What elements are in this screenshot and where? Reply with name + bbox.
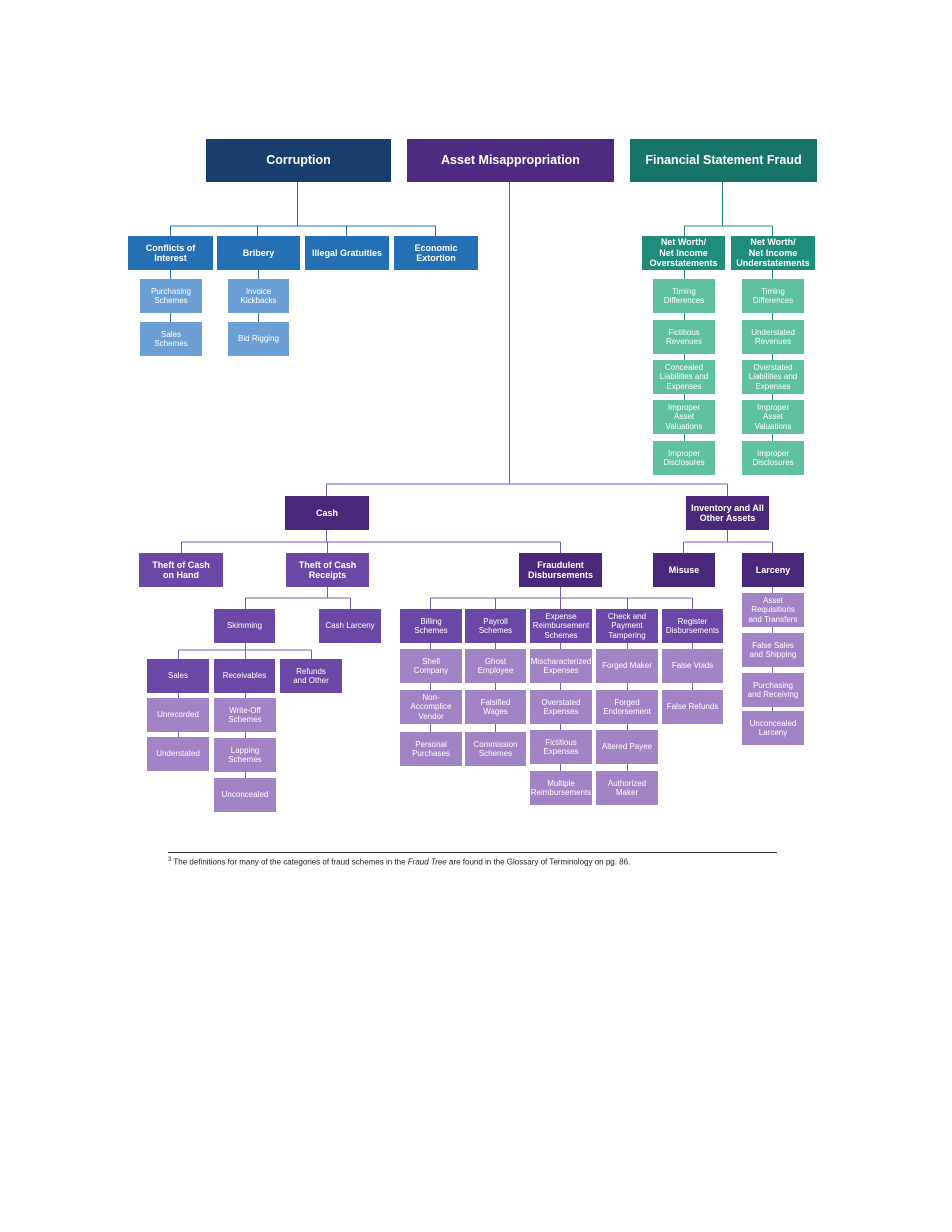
economic-extortion-box: Economic Extortion bbox=[394, 236, 478, 270]
sales-schemes-box: Sales Schemes bbox=[140, 322, 202, 356]
larceny-box: Larceny bbox=[742, 553, 804, 587]
financial-statement-fraud-box: Financial Statement Fraud bbox=[630, 139, 817, 182]
concealed-liabilities-box: Concealed Liabilities and Expenses bbox=[653, 360, 715, 394]
refunds-and-other-box: Refunds and Other bbox=[280, 659, 342, 693]
personal-purchases-box: Personal Purchases bbox=[400, 732, 462, 766]
fictitious-expenses-box: Fictitious Expenses bbox=[530, 730, 592, 764]
unconcealed-box: Unconcealed bbox=[214, 778, 276, 812]
forged-endorsement-box: Forged Endorsement bbox=[596, 690, 658, 724]
footnote: 3 The definitions for many of the catego… bbox=[168, 852, 777, 867]
cash-larceny-box: Cash Larceny bbox=[319, 609, 381, 643]
billing-schemes-box: Billing Schemes bbox=[400, 609, 462, 643]
authorized-maker-box: Authorized Maker bbox=[596, 771, 658, 805]
improper-asset-valuations-under-box: Improper Asset Valuations bbox=[742, 400, 804, 434]
theft-of-cash-receipts-box: Theft of Cash Receipts bbox=[286, 553, 369, 587]
footnote-text-after: are found in the Glossary of Terminology… bbox=[446, 857, 631, 867]
theft-of-cash-on-hand-box: Theft of Cash on Hand bbox=[139, 553, 223, 587]
misuse-box: Misuse bbox=[653, 553, 715, 587]
lapping-schemes-box: Lapping Schemes bbox=[214, 738, 276, 772]
asset-misappropriation-box: Asset Misappropriation bbox=[407, 139, 614, 182]
forged-maker-box: Forged Maker bbox=[596, 649, 658, 683]
write-off-schemes-box: Write-Off Schemes bbox=[214, 698, 276, 732]
false-refunds-box: False Refunds bbox=[662, 690, 723, 724]
false-sales-shipping-box: False Sales and Shipping bbox=[742, 633, 804, 667]
sales-box: Sales bbox=[147, 659, 209, 693]
cash-box: Cash bbox=[285, 496, 369, 530]
shell-company-box: Shell Company bbox=[400, 649, 462, 683]
understated-box: Understated bbox=[147, 737, 209, 771]
check-payment-tampering-box: Check and Payment Tampering bbox=[596, 609, 658, 643]
timing-differences-over-box: Timing Differences bbox=[653, 279, 715, 313]
ghost-employee-box: Ghost Employee bbox=[465, 649, 526, 683]
non-accomplice-vendor-box: Non- Accomplice Vendor bbox=[400, 690, 462, 724]
purchasing-receiving-box: Purchasing and Receiving bbox=[742, 673, 804, 707]
improper-asset-valuations-over-box: Improper Asset Valuations bbox=[653, 400, 715, 434]
corruption-box: Corruption bbox=[206, 139, 391, 182]
timing-differences-under-box: Timing Differences bbox=[742, 279, 804, 313]
net-worth-understatements-box: Net Worth/ Net Income Understatements bbox=[731, 236, 815, 270]
falsified-wages-box: Falsified Wages bbox=[465, 690, 526, 724]
footnote-text-before: The definitions for many of the categori… bbox=[171, 857, 408, 867]
purchasing-schemes-box: Purchasing Schemes bbox=[140, 279, 202, 313]
asset-requisitions-box: Asset Requisitions and Transfers bbox=[742, 593, 804, 627]
payroll-schemes-box: Payroll Schemes bbox=[465, 609, 526, 643]
false-voids-box: False Voids bbox=[662, 649, 723, 683]
altered-payee-box: Altered Payee bbox=[596, 730, 658, 764]
improper-disclosures-over-box: Improper Disclosures bbox=[653, 441, 715, 475]
expense-reimbursement-schemes-box: Expense Reimbursement Schemes bbox=[530, 609, 592, 643]
overstated-liabilities-box: Overstated Liabilities and Expenses bbox=[742, 360, 804, 394]
inventory-other-assets-box: Inventory and All Other Assets bbox=[686, 496, 769, 530]
bid-rigging-box: Bid Rigging bbox=[228, 322, 289, 356]
multiple-reimbursements-box: Multiple Reimbursements bbox=[530, 771, 592, 805]
unconcealed-larceny-box: Unconcealed Larceny bbox=[742, 711, 804, 745]
register-disbursements-box: Register Disbursements bbox=[662, 609, 723, 643]
improper-disclosures-under-box: Improper Disclosures bbox=[742, 441, 804, 475]
fictitious-revenues-box: Fictitious Revenues bbox=[653, 320, 715, 354]
commission-schemes-box: Commission Schemes bbox=[465, 732, 526, 766]
skimming-box: Skimming bbox=[214, 609, 275, 643]
footnote-marker: 3 bbox=[168, 857, 172, 863]
overstated-expenses-box: Overstated Expenses bbox=[530, 690, 592, 724]
conflicts-of-interest-box: Conflicts of Interest bbox=[128, 236, 213, 270]
invoice-kickbacks-box: Invoice Kickbacks bbox=[228, 279, 289, 313]
understated-revenues-box: Understated Revenues bbox=[742, 320, 804, 354]
fraudulent-disbursements-box: Fraudulent Disbursements bbox=[519, 553, 602, 587]
illegal-gratuities-box: Illegal Gratuities bbox=[305, 236, 389, 270]
receivables-box: Receivables bbox=[214, 659, 275, 693]
bribery-box: Bribery bbox=[217, 236, 300, 270]
mischaracterized-expenses-box: Mischaracterized Expenses bbox=[530, 649, 592, 683]
unrecorded-box: Unrecorded bbox=[147, 698, 209, 732]
footnote-italic-title: Fraud Tree bbox=[407, 857, 447, 867]
net-worth-overstatements-box: Net Worth/ Net Income Overstatements bbox=[642, 236, 725, 270]
